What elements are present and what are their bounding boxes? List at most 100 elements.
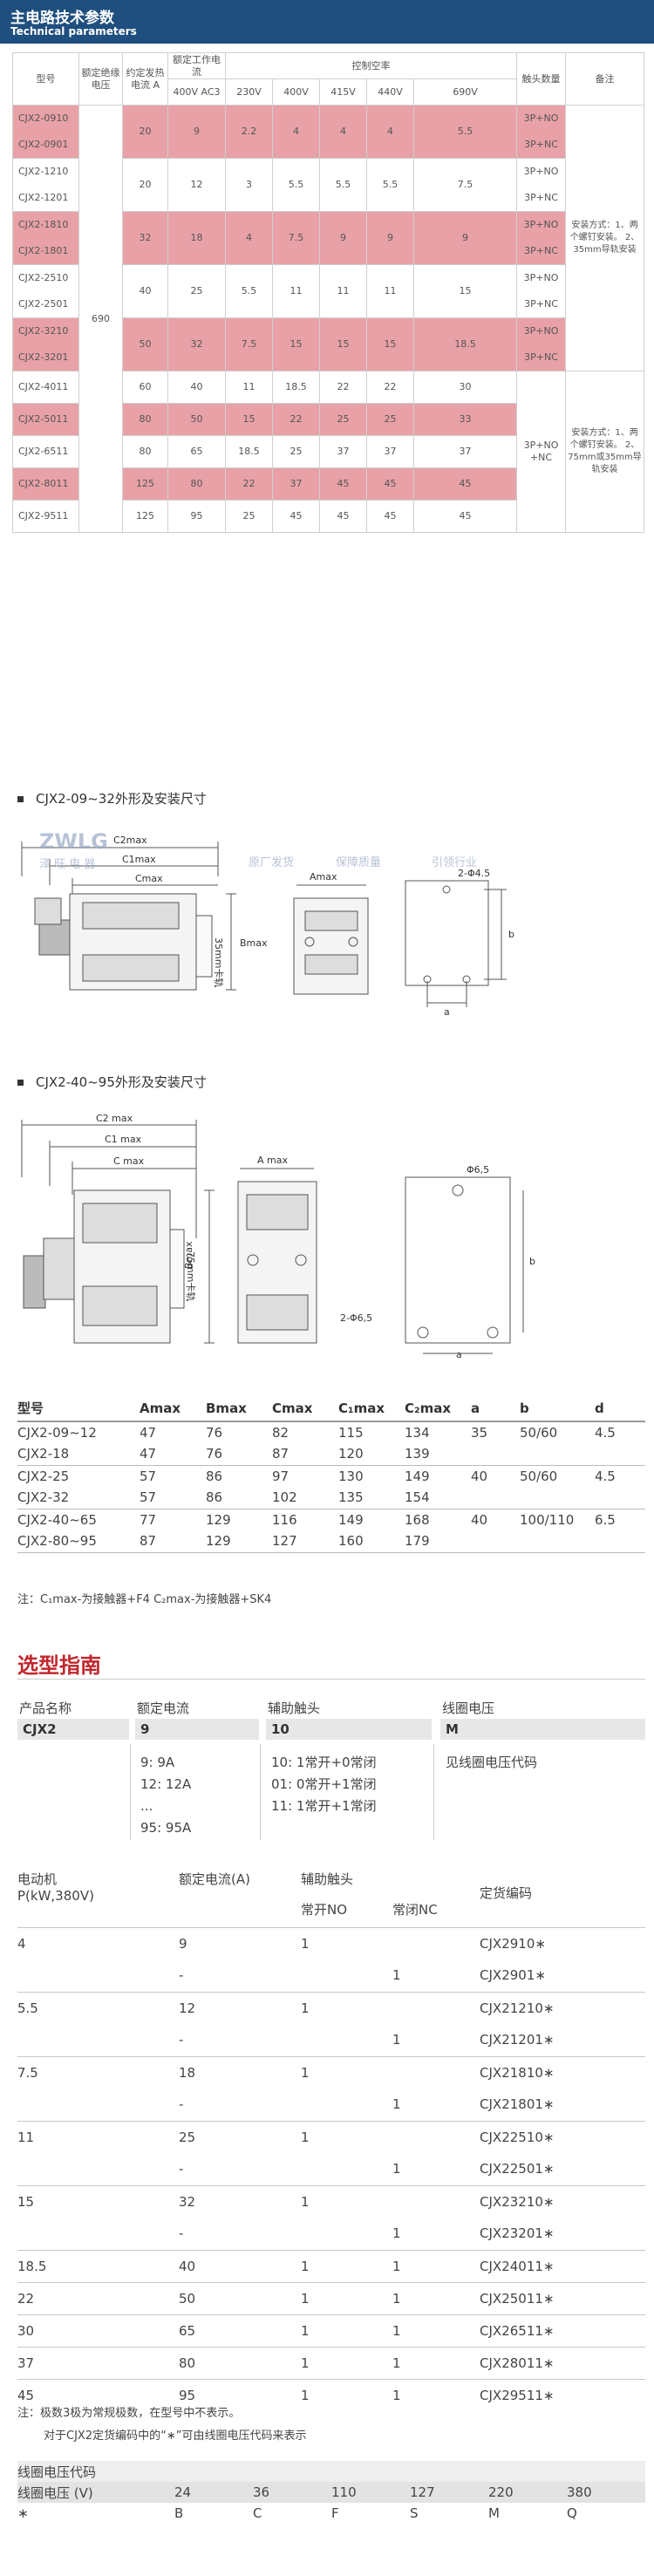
order-cell: CJX22510∗ bbox=[480, 2120, 646, 2153]
guide-value: 9 bbox=[135, 1719, 259, 1740]
spec-contacts-a: 3P+NO bbox=[523, 219, 559, 230]
order-cell bbox=[301, 2153, 392, 2185]
order-cell: CJX21801∗ bbox=[480, 2096, 555, 2113]
order-cell: 1 bbox=[392, 2314, 480, 2347]
spec-h-230: 230V bbox=[225, 78, 273, 106]
order-cell: 65 bbox=[179, 2314, 301, 2347]
watermark-logo: ZWLG bbox=[39, 829, 108, 854]
order-cell: 5.5 bbox=[17, 1991, 179, 2024]
drawing2: C2 max C1 max C max 75mm卡轨 Bmax A max Φ6… bbox=[13, 1107, 641, 1360]
spec-cell-a: 3 bbox=[225, 158, 273, 212]
dims-cell: 149 bbox=[405, 1468, 430, 1484]
spec-insulation-value: 690 bbox=[78, 105, 123, 533]
d2-c2: C2 max bbox=[96, 1113, 133, 1124]
dims-cell: 129 bbox=[206, 1530, 272, 1553]
guide-label: 产品名称 bbox=[19, 1700, 72, 1716]
guide-vline-1 bbox=[130, 1744, 131, 1840]
drawing2-title: CJX2-40~95外形及安装尺寸 bbox=[17, 1073, 207, 1091]
d1-c2: C2max bbox=[113, 835, 147, 846]
order-note-2: 对于CJX2定货编码中的“∗”可由线圈电压代码来表示 bbox=[44, 2429, 307, 2443]
coil-voltage: 110 bbox=[331, 2482, 410, 2503]
dims-cell bbox=[520, 1443, 595, 1466]
d1-ab: a bbox=[444, 1006, 450, 1016]
header-title-cn: 主电路技术参数 bbox=[10, 10, 114, 27]
spec-cell-a: 22 bbox=[225, 467, 273, 501]
d1-b: Bmax bbox=[240, 937, 268, 949]
guide-option: 12: 12A bbox=[140, 1776, 192, 1792]
dims-cell: CJX2-25 bbox=[17, 1468, 70, 1484]
spec-cell-b: 7.5 bbox=[272, 211, 320, 265]
dims-cell: 120 bbox=[338, 1443, 405, 1466]
guide-option: 01: 0常开+1常闭 bbox=[271, 1776, 377, 1792]
spec-model-b: CJX2-1201 bbox=[18, 192, 69, 203]
spec-model-b: CJX2-1801 bbox=[18, 245, 69, 256]
spec-h-remark: 备注 bbox=[565, 52, 645, 106]
order-h-aux: 辅助触头 bbox=[301, 1871, 354, 1887]
order-cell: 1 bbox=[301, 2184, 392, 2218]
order-cell bbox=[301, 2024, 392, 2056]
order-cell: 1 bbox=[301, 2378, 392, 2411]
order-cell: 12 bbox=[179, 1991, 301, 2024]
spec-cell-c: 37 bbox=[319, 435, 367, 468]
order-cell bbox=[17, 1959, 179, 1992]
guide-label: 辅助触头 bbox=[268, 1700, 321, 1716]
guide-value: CJX2 bbox=[17, 1719, 129, 1740]
order-h-current: 额定电流(A) bbox=[179, 1871, 250, 1887]
d1-c: Cmax bbox=[135, 873, 163, 884]
spec-cell-b: 4 bbox=[272, 105, 320, 159]
spec-cell-b: 45 bbox=[272, 500, 320, 533]
order-cell: 1 bbox=[392, 2096, 401, 2113]
spec-contacts-a: 3P+NO bbox=[523, 272, 559, 283]
spec-model-b: CJX2-0901 bbox=[18, 139, 69, 150]
spec-cell-th: 32 bbox=[122, 211, 168, 265]
dims-cell: 127 bbox=[272, 1530, 338, 1553]
spec-cell-c: 5.5 bbox=[319, 158, 367, 212]
order-h-motor: 电动机 P(kW,380V) bbox=[17, 1871, 94, 1904]
spec-cell-c: 9 bbox=[319, 211, 367, 265]
dims-cell: 57 bbox=[140, 1468, 157, 1484]
d2-c: C max bbox=[113, 1155, 145, 1167]
dims-cell bbox=[471, 1487, 520, 1509]
spec-cell-e: 37 bbox=[412, 435, 518, 468]
guide-vline-2 bbox=[260, 1744, 261, 1840]
spec-cell-b: 11 bbox=[272, 264, 320, 318]
guide-option: 95: 95A bbox=[140, 1820, 192, 1836]
order-table: 电动机 P(kW,380V) 额定电流(A) 辅助触头 定货编码 常开NO 常闭… bbox=[17, 1866, 646, 2411]
coil-code: S bbox=[410, 2505, 419, 2521]
spec-remark-1: 安装方式：1、两个螺钉安装。 2、35mm导轨安装 bbox=[565, 105, 645, 371]
dims-cell: 149 bbox=[338, 1511, 364, 1528]
spec-cell-a: 11 bbox=[225, 371, 273, 404]
spec-h-work: 额定工作电流 bbox=[167, 52, 226, 79]
dims-note: 注：C₁max-为接触器+F4 C₂max-为接触器+SK4 bbox=[17, 1593, 272, 1606]
coil-code: F bbox=[331, 2505, 339, 2521]
dims-cell: 97 bbox=[272, 1468, 290, 1484]
coil-code: M bbox=[488, 2505, 500, 2521]
spec-model-a: CJX2-1810 bbox=[18, 219, 69, 230]
coil-code: Q bbox=[567, 2505, 577, 2521]
order-cell: 1 bbox=[301, 2314, 392, 2347]
spec-cell-ac3: 25 bbox=[167, 264, 226, 318]
dims-cell: 50/60 bbox=[520, 1468, 558, 1484]
order-cell: 1 bbox=[301, 2346, 392, 2379]
spec-remark-2: 安装方式：1、两个螺钉安装。 2、75mm或35mm导轨安装 bbox=[565, 371, 645, 533]
watermark-brand: 泽 旺 电 器 bbox=[39, 858, 95, 871]
spec-cell-th: 125 bbox=[122, 500, 168, 533]
